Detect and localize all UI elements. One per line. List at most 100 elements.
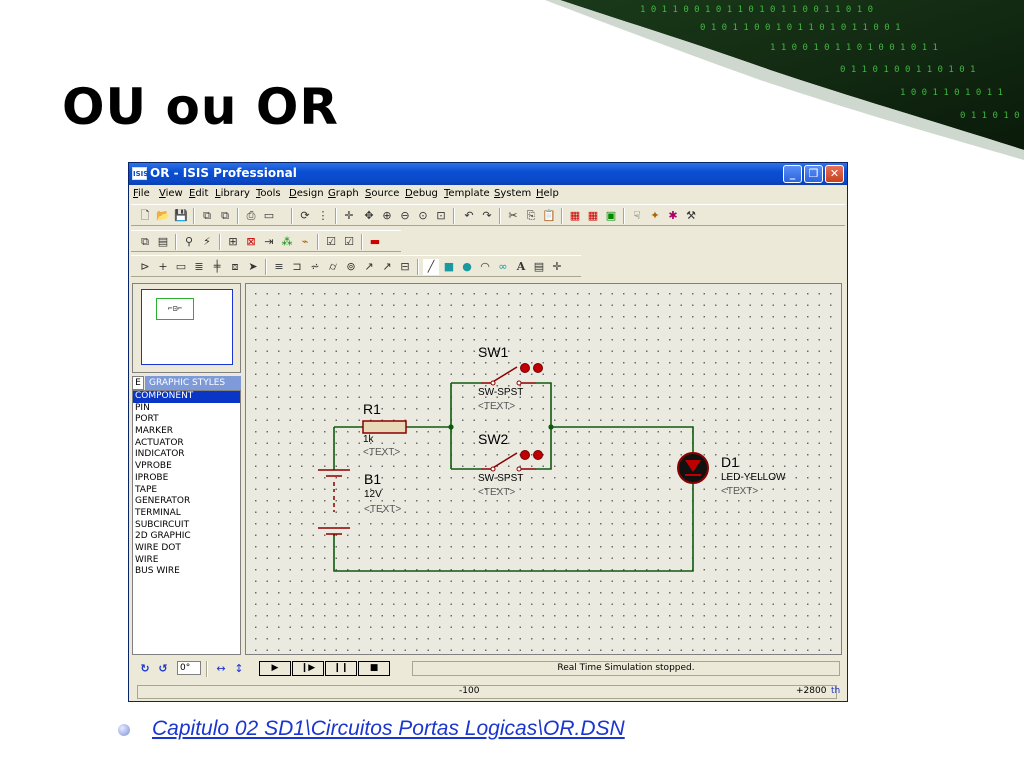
delete-sheet-icon[interactable]: ⊠ [246, 235, 256, 248]
file-path-link[interactable]: Capitulo 02 SD1\Circuitos Portas Logicas… [152, 717, 625, 740]
list-item[interactable]: 2D GRAPHIC [135, 531, 191, 542]
print-area-icon[interactable]: ▭ [263, 209, 275, 222]
current-probe-icon[interactable]: ↗ [382, 260, 392, 273]
netlist-icon[interactable]: ⁂ [281, 235, 293, 248]
block-rotate-icon[interactable]: ▣ [605, 209, 617, 222]
rotate-clockwise-icon[interactable]: ↻ [140, 662, 150, 675]
terminal-icon[interactable]: ≡ [274, 260, 284, 273]
search-tag-icon[interactable]: ▤ [157, 235, 169, 248]
path-icon[interactable]: ∞ [498, 260, 508, 273]
subcircuit-icon[interactable]: ⧈ [231, 260, 239, 273]
bus-icon[interactable]: ╪ [213, 260, 221, 273]
mirror-vertical-icon[interactable]: ↕ [234, 662, 244, 675]
menu-source[interactable]: Source [365, 188, 400, 199]
decompose-icon[interactable]: ⚒ [686, 209, 696, 222]
line-icon[interactable]: ╱ [423, 259, 439, 275]
text-icon[interactable]: A [516, 260, 526, 273]
goto-sheet-icon[interactable]: ⇥ [264, 235, 274, 248]
cut-icon[interactable]: ✂ [508, 209, 518, 222]
component-mode-icon[interactable]: ⊳ [140, 260, 150, 273]
step-button[interactable]: ❙▶ [292, 661, 324, 676]
selection-arrow-icon[interactable]: ➤ [248, 260, 258, 273]
new-file-icon[interactable]: 🗋 [140, 209, 150, 222]
list-item[interactable]: ACTUATOR [135, 437, 184, 448]
junction-dot-icon[interactable]: + [158, 260, 168, 273]
list-item[interactable]: VPROBE [135, 461, 172, 472]
list-item[interactable]: IPROBE [135, 472, 169, 483]
overview-panel[interactable]: ⌐⊡⌐ [132, 283, 241, 373]
block-copy-icon[interactable]: ▦ [569, 209, 581, 222]
pick-device-icon[interactable]: ☟ [633, 209, 641, 222]
stop-button[interactable]: ■ [358, 661, 390, 676]
box-icon[interactable]: ■ [443, 260, 455, 273]
list-item[interactable]: SUBCIRCUIT [135, 519, 190, 530]
list-item[interactable]: WIRE [135, 554, 159, 565]
menu-graph[interactable]: Graph [328, 188, 359, 199]
list-item[interactable]: PORT [135, 414, 159, 425]
menu-help[interactable]: Help [536, 188, 559, 199]
menu-debug[interactable]: Debug [405, 188, 438, 199]
grid-icon[interactable]: ⋮ [317, 209, 329, 222]
packaging-icon[interactable]: ✱ [668, 209, 678, 222]
open-file-icon[interactable]: 📂 [156, 209, 170, 222]
close-button[interactable]: ✕ [825, 165, 844, 183]
play-button[interactable]: ▶ [259, 661, 291, 676]
list-item[interactable]: COMPONENT [133, 391, 240, 403]
save-file-icon[interactable]: 💾 [174, 209, 188, 222]
list-item[interactable]: BUS WIRE [135, 566, 180, 577]
list-item[interactable]: TERMINAL [135, 507, 181, 518]
make-device-icon[interactable]: ✦ [650, 209, 660, 222]
edit-style-button[interactable]: E [132, 376, 144, 390]
copy-icon[interactable]: ⎘ [526, 209, 536, 222]
ares-icon[interactable]: ▬ [369, 235, 381, 248]
origin-icon[interactable]: ✛ [344, 209, 354, 222]
netlist-to-ares-icon[interactable]: ☑ [344, 235, 354, 248]
zoom-all-icon[interactable]: ⊙ [418, 209, 428, 222]
wire-label-icon[interactable]: ▭ [175, 260, 187, 273]
undo-icon[interactable]: ↶ [464, 209, 474, 222]
bom-icon[interactable]: ⌁ [301, 235, 309, 248]
wire-autorouter-icon[interactable]: ⧉ [141, 235, 149, 248]
rotation-angle-field[interactable]: 0° [177, 661, 201, 675]
list-item[interactable]: WIRE DOT [135, 542, 181, 553]
overview-view-area[interactable]: ⌐⊡⌐ [141, 289, 233, 365]
symbol-icon[interactable]: ▤ [533, 260, 545, 273]
virtual-instrument-icon[interactable]: ⊟ [400, 260, 410, 273]
menu-system[interactable]: System [494, 188, 532, 199]
menu-file[interactable]: File [133, 188, 150, 199]
menu-edit[interactable]: Edit [189, 188, 209, 199]
list-item[interactable]: INDICATOR [135, 449, 185, 460]
menu-design[interactable]: Design [289, 188, 324, 199]
circle-icon[interactable]: ● [462, 260, 472, 273]
tape-icon[interactable]: ⌭ [329, 260, 337, 273]
arc-icon[interactable]: ◠ [480, 260, 490, 273]
zoom-out-icon[interactable]: ⊖ [400, 209, 410, 222]
graph-icon[interactable]: ⩫ [310, 260, 320, 273]
pan-icon[interactable]: ✥ [364, 209, 374, 222]
property-tool-icon[interactable]: ⚡ [203, 235, 211, 248]
print-icon[interactable]: ⎙ [246, 209, 256, 222]
import-icon[interactable]: ⧉ [203, 209, 211, 222]
menu-view[interactable]: View [159, 188, 183, 199]
redraw-icon[interactable]: ⟳ [300, 209, 310, 222]
menu-tools[interactable]: Tools [256, 188, 281, 199]
zoom-area-icon[interactable]: ⊡ [436, 209, 446, 222]
pin-icon[interactable]: ⊐ [292, 260, 302, 273]
restore-button[interactable]: ❐ [804, 165, 823, 183]
generator-icon[interactable]: ⊚ [346, 260, 356, 273]
window-titlebar[interactable]: ISIS OR - ISIS Professional _ ❐ ✕ [129, 163, 847, 185]
list-item[interactable]: PIN [135, 402, 150, 413]
voltage-probe-icon[interactable]: ↗ [364, 260, 374, 273]
zoom-in-icon[interactable]: ⊕ [382, 209, 392, 222]
menu-library[interactable]: Library [215, 188, 250, 199]
search-icon[interactable]: ⚲ [184, 235, 194, 248]
mirror-horizontal-icon[interactable]: ↔ [216, 662, 226, 675]
new-sheet-icon[interactable]: ⊞ [228, 235, 238, 248]
rotate-anticlockwise-icon[interactable]: ↺ [158, 662, 168, 675]
menu-template[interactable]: Template [444, 188, 490, 199]
paste-icon[interactable]: 📋 [542, 209, 556, 222]
text-script-icon[interactable]: ≣ [194, 260, 204, 273]
marker-icon[interactable]: ✛ [552, 260, 562, 273]
block-move-icon[interactable]: ▦ [587, 209, 599, 222]
list-item[interactable]: MARKER [135, 426, 174, 437]
